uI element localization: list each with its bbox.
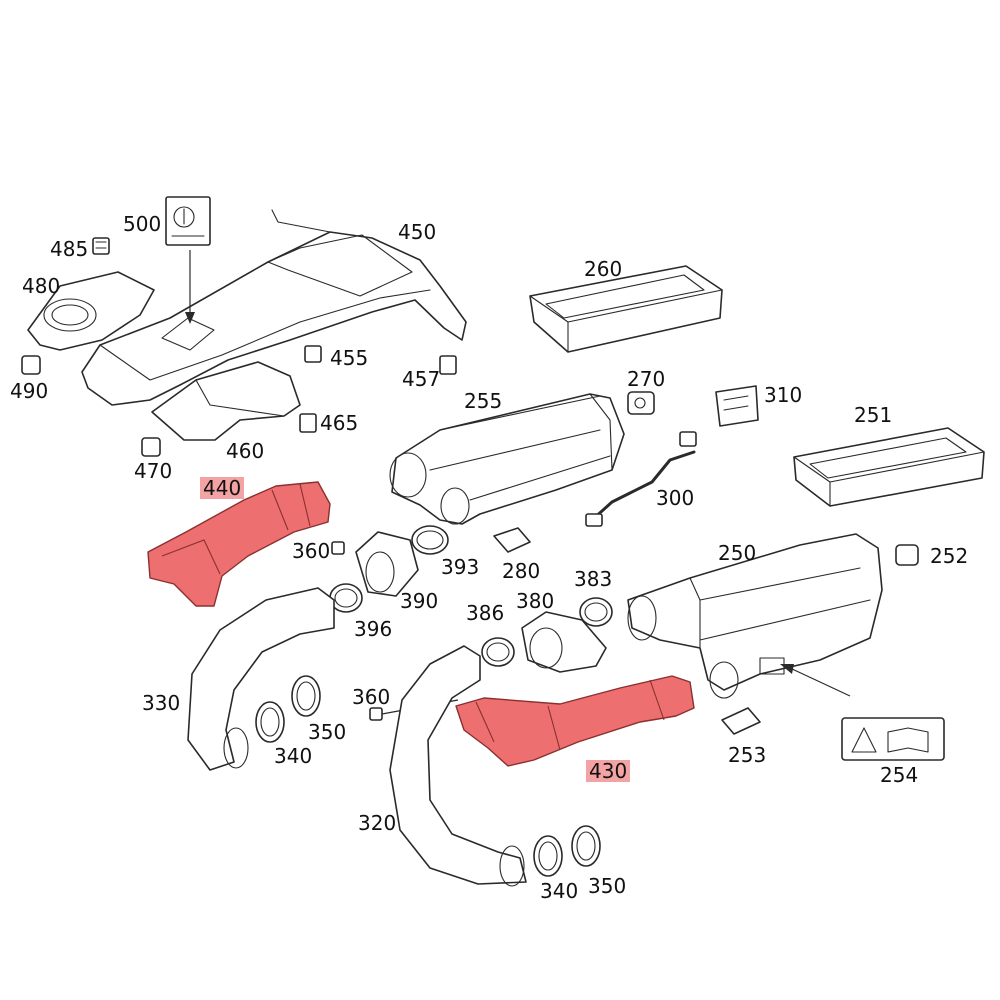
callout-280: 280 (502, 559, 541, 583)
callout-440: 440 (200, 477, 245, 499)
callout-396: 396 (354, 617, 393, 641)
callout-450: 450 (398, 220, 437, 244)
filter-housing-255 (389, 393, 625, 525)
callout-485: 485 (50, 237, 89, 261)
callout-252: 252 (930, 544, 969, 568)
hose-clamp-386 (481, 637, 515, 667)
bracket-310 (715, 385, 759, 427)
callout-260: 260 (584, 257, 623, 281)
callout-386: 386 (466, 601, 505, 625)
clip-465 (299, 413, 317, 433)
air-duct-440 (147, 481, 331, 607)
cover-part-460 (151, 361, 301, 441)
mass-airflow-sensor-380 (521, 611, 607, 673)
clip-253 (721, 707, 761, 735)
callout-380: 380 (516, 589, 555, 613)
clip-280 (493, 527, 531, 553)
callout-470: 470 (134, 459, 173, 483)
seal-ring-340-upper (255, 701, 285, 743)
callout-340-upper: 340 (274, 744, 313, 768)
callout-360-lower: 360 (352, 685, 391, 709)
callout-480: 480 (22, 274, 61, 298)
callout-393: 393 (441, 555, 480, 579)
sensor-252 (895, 544, 919, 566)
grommet-490 (21, 355, 41, 375)
clip-485 (92, 237, 110, 255)
grommet-470 (141, 437, 161, 457)
callout-490: 490 (10, 379, 49, 403)
callout-390: 390 (400, 589, 439, 613)
callout-457: 457 (402, 367, 441, 391)
callout-383: 383 (574, 567, 613, 591)
cover-part-480 (27, 271, 155, 351)
hose-clamp-396 (329, 583, 363, 613)
callout-430: 430 (586, 760, 631, 782)
clip-457 (439, 355, 457, 375)
air-filter-251 (793, 427, 985, 507)
seal-ring-340-lower (533, 835, 563, 877)
callout-253: 253 (728, 743, 767, 767)
clip-455 (304, 345, 322, 363)
air-duct-430 (455, 675, 695, 767)
callout-500: 500 (123, 212, 162, 236)
sensor-270 (627, 391, 655, 415)
callout-251: 251 (854, 403, 893, 427)
callout-270: 270 (627, 367, 666, 391)
callout-250: 250 (718, 541, 757, 565)
callout-350-lower: 350 (588, 874, 627, 898)
wiring-harness-300 (585, 431, 697, 527)
clamp-350-upper (291, 675, 321, 717)
intake-hose-320 (389, 645, 527, 887)
hose-clamp-393 (411, 525, 449, 555)
bolt-360-upper (331, 541, 345, 555)
callout-460: 460 (226, 439, 265, 463)
intake-hose-330 (187, 587, 335, 771)
callout-455: 455 (330, 346, 369, 370)
callout-300: 300 (656, 486, 695, 510)
air-filter-260 (529, 265, 723, 353)
clamp-350-lower (571, 825, 601, 867)
bolt-360-lower (369, 707, 383, 721)
callout-255: 255 (464, 389, 503, 413)
callout-465: 465 (320, 411, 359, 435)
hose-clamp-383 (579, 597, 613, 627)
callout-330: 330 (142, 691, 181, 715)
mass-airflow-sensor-390 (355, 531, 419, 597)
callout-350-upper: 350 (308, 720, 347, 744)
callout-254: 254 (880, 763, 919, 787)
callout-340-lower: 340 (540, 879, 579, 903)
warning-label-254 (841, 717, 945, 761)
callout-320: 320 (358, 811, 397, 835)
callout-310: 310 (764, 383, 803, 407)
warning-label-500 (165, 196, 211, 246)
callout-360-upper: 360 (292, 539, 331, 563)
engine-cover-450 (81, 209, 467, 406)
